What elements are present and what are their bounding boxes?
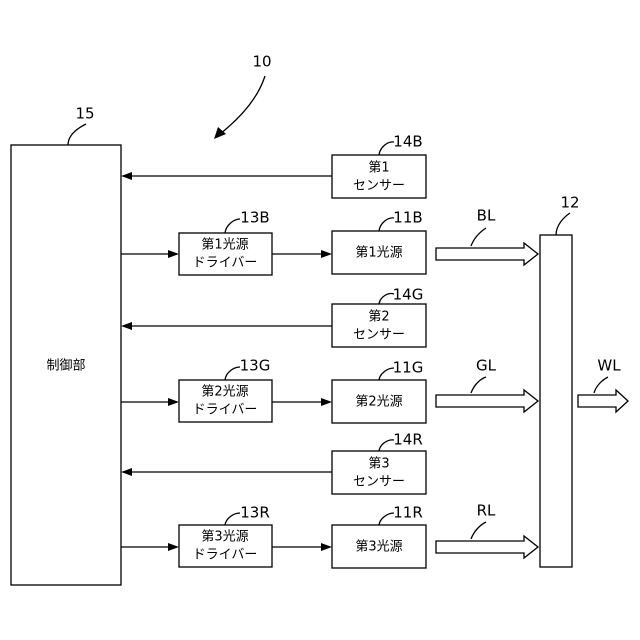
driver-3-to-source-3-arrowhead (321, 543, 332, 551)
light-2-arrow (436, 390, 538, 412)
source-3-ref-leader (379, 513, 394, 525)
sensor-1-ref-leader (379, 142, 394, 155)
controller-label: 制御部 (46, 359, 85, 374)
light-1-label: BL (477, 207, 496, 225)
sensor-3-ref-leader (379, 440, 394, 451)
source-1-ref-label: 11B (393, 209, 422, 227)
channel-1: 第1 センサー 14B 第1光源 ドライバー 13B 第1光源 11B BL (121, 133, 538, 276)
driver-2-label-line2: ドライバー (193, 403, 258, 418)
controller-to-driver-1-arrowhead (168, 250, 179, 258)
sensor-3-signal-arrowhead (121, 468, 132, 476)
combiner-ref-leader (556, 213, 570, 235)
driver-2-ref-label: 13G (240, 357, 271, 375)
driver-3-label-line2: ドライバー (193, 548, 258, 563)
driver-3-ref-label: 13R (240, 504, 270, 522)
sensor-2-ref-label: 14G (393, 286, 424, 304)
driver-3-ref-leader (225, 513, 240, 525)
output-light-leader (594, 377, 608, 393)
sensor-2-label-line1: 第2 (368, 310, 389, 325)
output-light-arrow (578, 390, 628, 412)
driver-1-ref-leader (225, 219, 240, 233)
sensor-2-label-line2: センサー (353, 328, 405, 343)
sensor-3-ref-label: 14R (393, 431, 423, 449)
sensor-1-label-line1: 第1 (368, 161, 389, 176)
source-2-label: 第2光源 (355, 395, 402, 410)
output-light-label: WL (597, 357, 621, 375)
controller-to-driver-2-arrowhead (168, 398, 179, 406)
system-ref-leader (220, 76, 265, 134)
driver-3-label-line1: 第3光源 (201, 530, 248, 545)
driver-1-label-line1: 第1光源 (201, 238, 248, 253)
driver-2-ref-leader (225, 367, 240, 380)
light-1-leader (471, 228, 486, 246)
controller-to-driver-3-arrowhead (168, 543, 179, 551)
controller-ref-label: 15 (75, 105, 94, 123)
channel-2: 第2 センサー 14G 第2光源 ドライバー 13G 第2光源 11G GL (121, 286, 538, 424)
light-3-label: RL (477, 502, 496, 520)
driver-2-to-source-2-arrowhead (321, 398, 332, 406)
controller-ref-leader (68, 124, 86, 145)
combiner-box (540, 235, 572, 567)
light-3-arrow (436, 536, 538, 558)
source-1-ref-leader (379, 218, 394, 231)
source-2-ref-label: 11G (393, 359, 424, 377)
sensor-1-signal-arrowhead (121, 172, 132, 180)
sensor-3-label-line2: センサー (353, 475, 405, 490)
light-2-leader (471, 377, 486, 393)
sensor-2-signal-arrowhead (121, 322, 132, 330)
system-ref-label: 10 (252, 53, 271, 71)
light-3-leader (471, 522, 486, 539)
sensor-1-label-line2: センサー (353, 179, 405, 194)
system-ref-arrowhead (214, 127, 226, 139)
driver-1-to-source-1-arrowhead (321, 250, 332, 258)
light-2-label: GL (476, 357, 497, 375)
channel-3: 第3 センサー 14R 第3光源 ドライバー 13R 第3光源 11R RL (121, 431, 538, 569)
driver-1-ref-label: 13B (240, 209, 269, 227)
combiner-ref-label: 12 (560, 194, 579, 212)
source-1-label: 第1光源 (355, 246, 402, 261)
sensor-3-label-line1: 第3 (368, 457, 389, 472)
driver-2-label-line1: 第2光源 (201, 385, 248, 400)
source-3-label: 第3光源 (355, 540, 402, 555)
source-3-ref-label: 11R (393, 504, 423, 522)
driver-1-label-line2: ドライバー (193, 256, 258, 271)
sensor-1-ref-label: 14B (393, 133, 422, 151)
light-1-arrow (436, 243, 538, 265)
